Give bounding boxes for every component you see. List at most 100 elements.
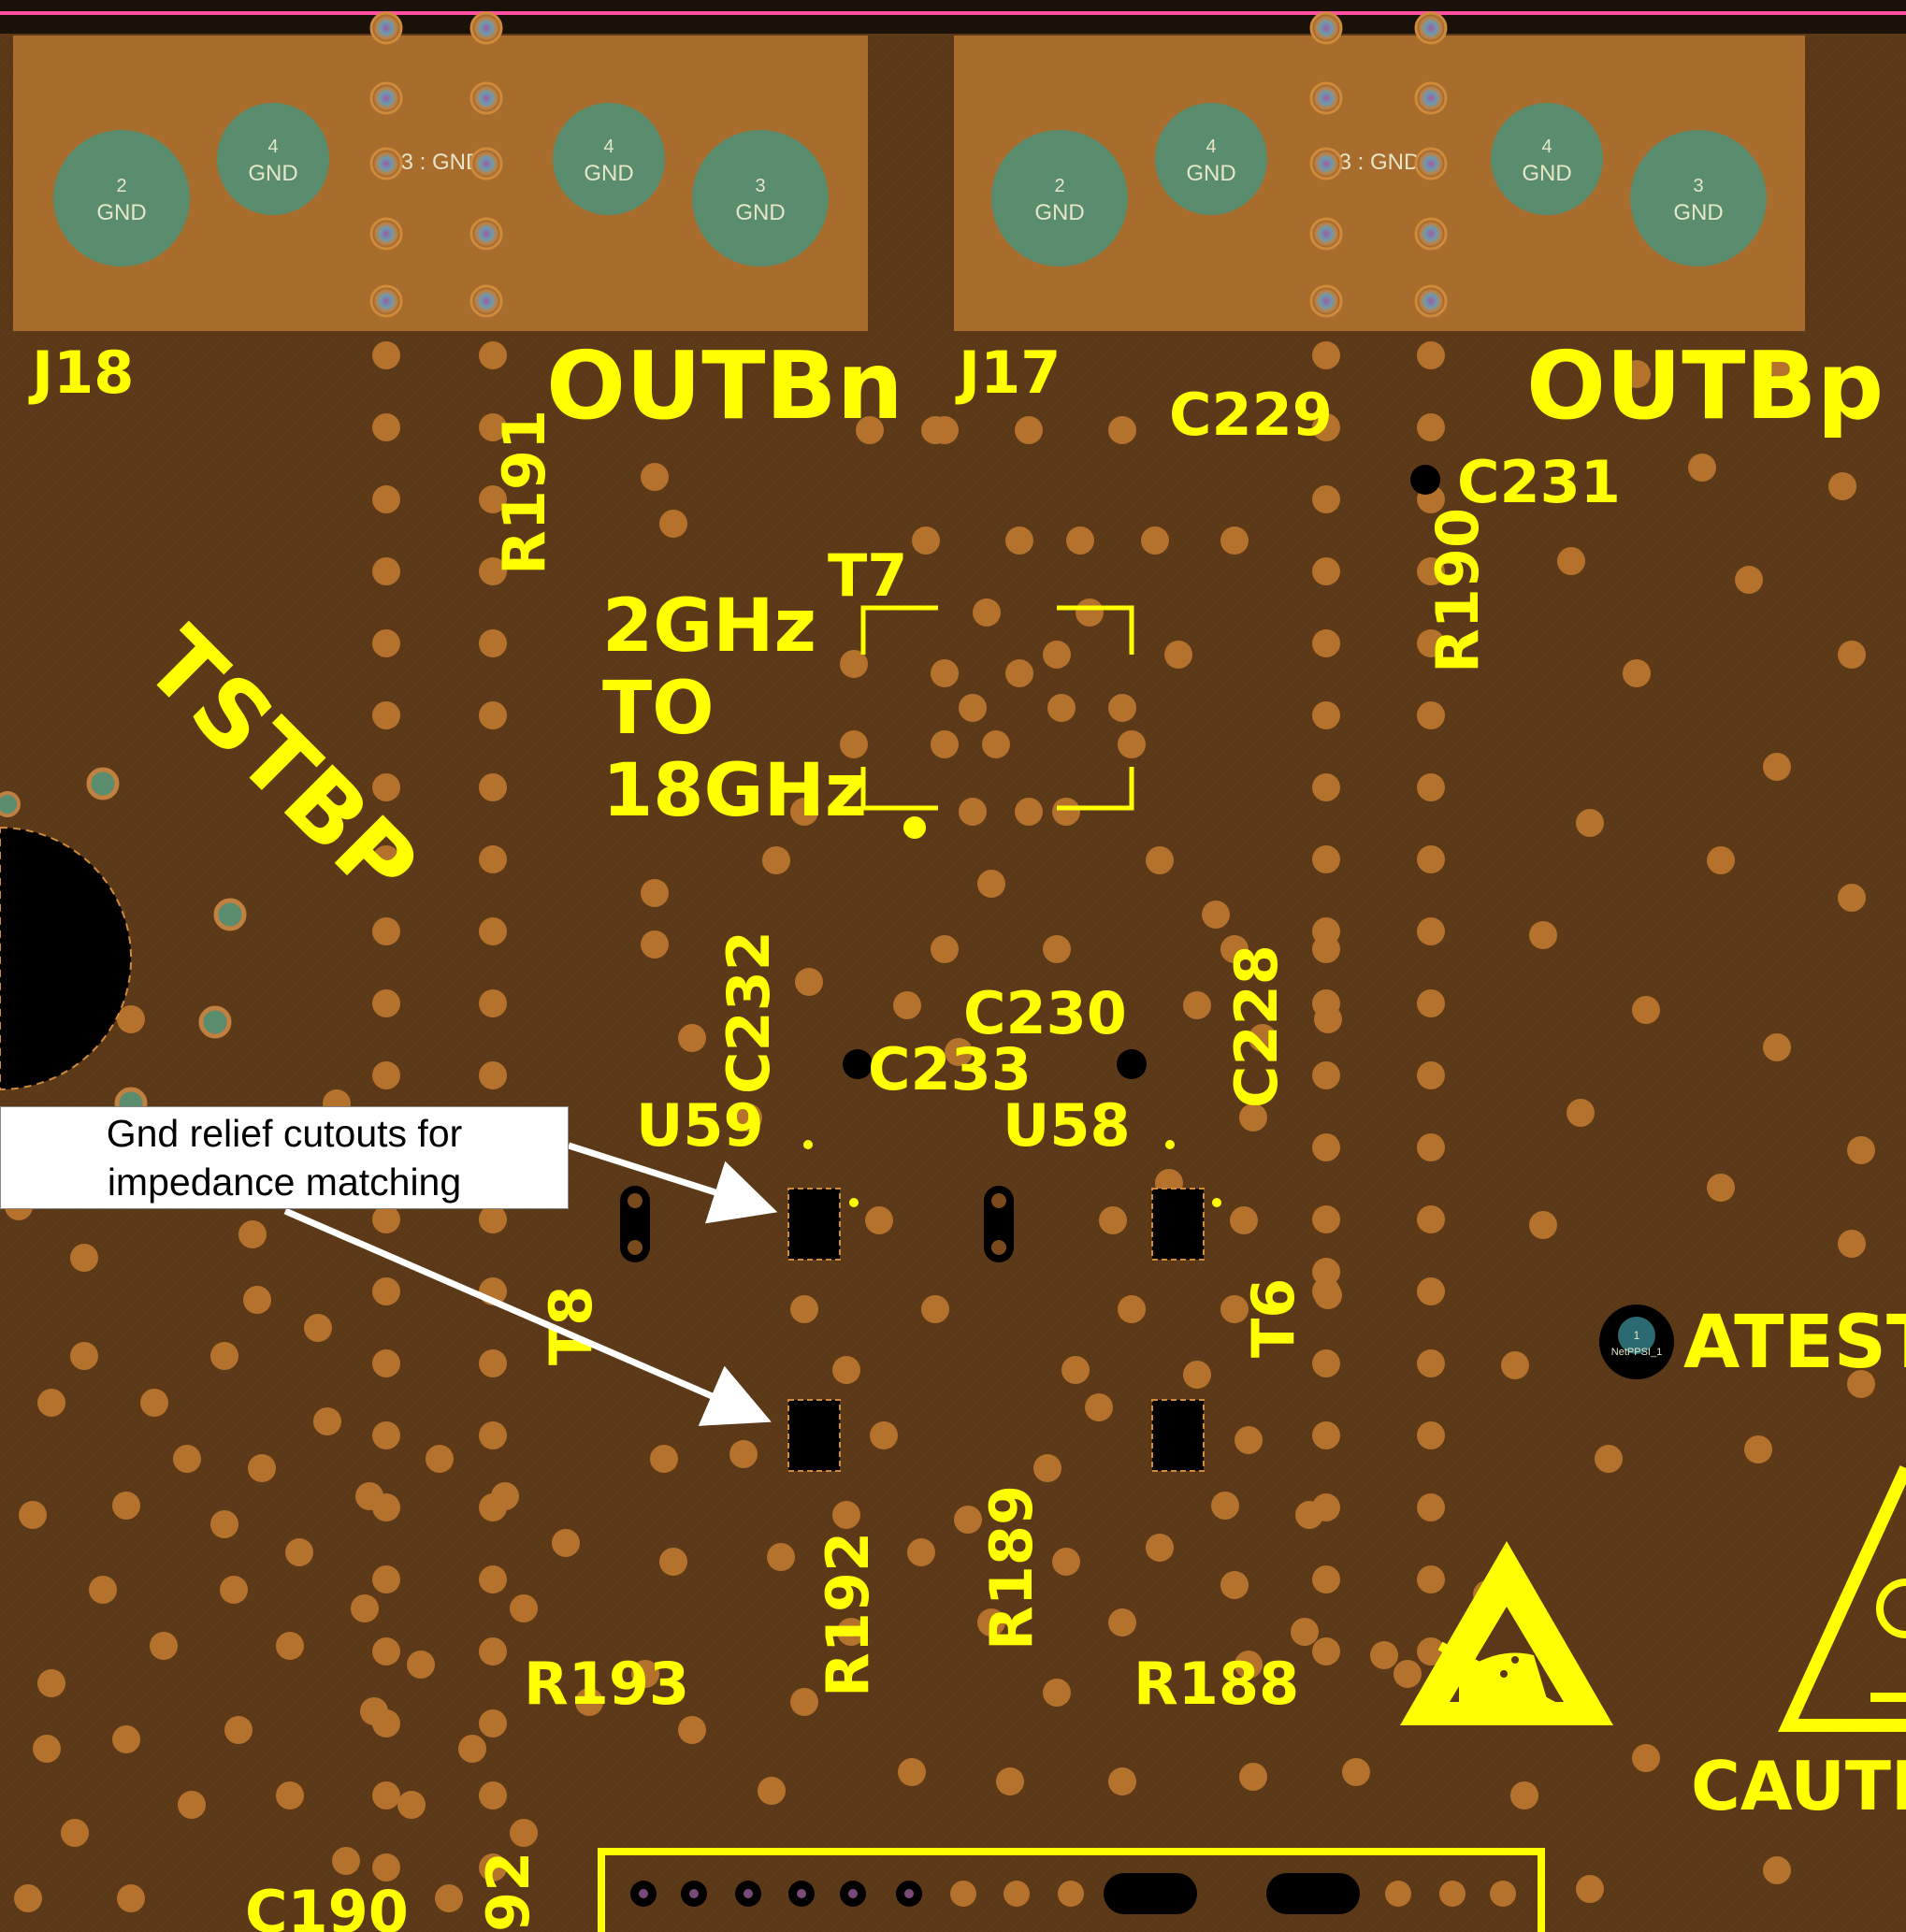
stitching-via [840,730,868,758]
stitching-via [1164,641,1192,669]
pin1-dot [803,1140,813,1149]
stitching-via [1342,1758,1370,1786]
stitching-via [479,773,507,801]
stitching-via [1220,1295,1249,1323]
stitching-via [1312,557,1340,585]
ref-c230: C230 [963,979,1127,1047]
stitching-via [1235,1651,1263,1679]
stitching-via [678,1716,706,1744]
stitching-via [1312,1565,1340,1593]
ref-u59: U59 [636,1091,764,1160]
test-point-inner [1618,1317,1655,1354]
stitching-via [210,1342,238,1370]
test-point-number: 1 [1634,1329,1640,1342]
test-point-net: NetPPSI_1 [1611,1347,1662,1358]
stitching-via [1312,1421,1340,1449]
stitching-via [1108,1767,1136,1795]
stitching-via [1052,1548,1080,1576]
label-outbn: OUTBn [546,331,903,440]
stitching-via [1061,1356,1090,1384]
stitching-via [1312,1258,1340,1286]
stitching-via [1108,1608,1136,1636]
header-pin [1004,1881,1030,1907]
stitching-via [355,1482,383,1510]
freq-label-line2: TO [602,667,715,751]
stitching-via [1183,991,1211,1019]
stitching-via [1108,694,1136,722]
stitching-via [870,1421,898,1449]
stitching-via [1043,935,1071,963]
stitching-via [1312,1205,1340,1233]
connector-pad [1491,103,1603,215]
stitching-via [248,1454,276,1482]
stitching-via [734,1103,762,1132]
stitching-via [1828,472,1856,500]
stitching-via [1417,989,1445,1017]
stitching-via [70,1244,98,1272]
pin1-dot [1165,1140,1175,1149]
stitching-via [1099,1206,1127,1234]
stitching-via [659,1548,687,1576]
stitching-via [641,930,669,959]
stitching-via [372,1421,400,1449]
stitching-via [1632,996,1660,1024]
stitching-via [1417,413,1445,441]
stitching-via [1202,901,1230,929]
stitching-via [276,1632,304,1660]
stitching-via-group [5,341,1875,1912]
label-outbp: OUTBp [1526,331,1884,440]
stitching-via [1417,1133,1445,1161]
stitching-via [332,1847,360,1875]
connector-pad-net: GND [584,161,633,186]
stitching-via [678,1024,706,1052]
stitching-via [1220,526,1249,555]
stitching-via [1312,701,1340,729]
stitching-via [1417,1205,1445,1233]
stitching-via [372,1565,400,1593]
stitching-via [372,629,400,657]
mounting-hole-via [0,791,21,817]
t7-component-outline [860,605,1134,811]
stitching-via [790,1688,818,1716]
stitching-via [1211,1492,1239,1520]
connector-pad [53,130,190,267]
stitching-via [729,1440,758,1468]
stitching-via [1393,1660,1422,1688]
stitching-via [479,485,507,513]
connector-center-label: 3 : GND [401,150,483,175]
stitching-via [372,1853,400,1882]
stitching-via [1417,341,1445,369]
stitching-via [479,989,507,1017]
stitching-via [1033,1454,1061,1482]
stitching-via [1576,809,1604,837]
stitching-via [977,870,1005,898]
stitching-via [1688,454,1716,482]
stitching-via [1230,1206,1258,1234]
connector-pad [1630,130,1767,267]
stitching-via [1043,641,1071,669]
stitching-via [61,1819,89,1847]
stitching-via [479,1709,507,1737]
header-pin [950,1881,976,1907]
board-top-strip [0,0,1906,34]
ref-j18: J18 [28,339,134,407]
connector-via [469,81,503,115]
connector-via-group [369,11,1448,318]
stitching-via [1838,884,1866,912]
stitching-via [479,1205,507,1233]
callout-line-1: Gnd relief cutouts for [106,1112,463,1155]
stitching-via [407,1651,435,1679]
stitching-via [982,730,1010,758]
stitching-via [762,846,790,874]
stitching-via [790,1295,818,1323]
connector-j18: 2 GND 4 GND 4 GND 3 GND 3 : GND [13,36,868,331]
stitching-via [790,798,818,826]
connector-pad [1155,103,1267,215]
stitching-via [1417,1493,1445,1521]
stitching-via [510,1594,538,1622]
connector-via [369,284,403,318]
stitching-via [1707,846,1735,874]
stitching-via [140,1389,168,1417]
header-pin-hole [797,1889,806,1898]
stitching-via [479,1565,507,1593]
